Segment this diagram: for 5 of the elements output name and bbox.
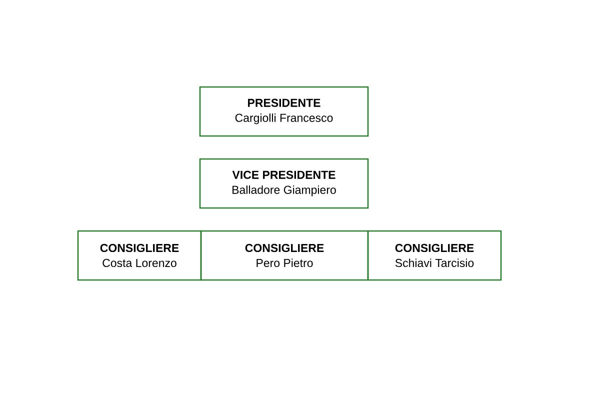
member-box: PRESIDENTE Cargiolli Francesco [199,86,369,137]
member-box: VICE PRESIDENTE Balladore Giampiero [199,158,369,209]
member-box: CONSIGLIERE Schiavi Tarcisio [367,230,502,281]
member-box: CONSIGLIERE Pero Pietro [200,230,369,281]
member-box: CONSIGLIERE Costa Lorenzo [77,230,202,281]
